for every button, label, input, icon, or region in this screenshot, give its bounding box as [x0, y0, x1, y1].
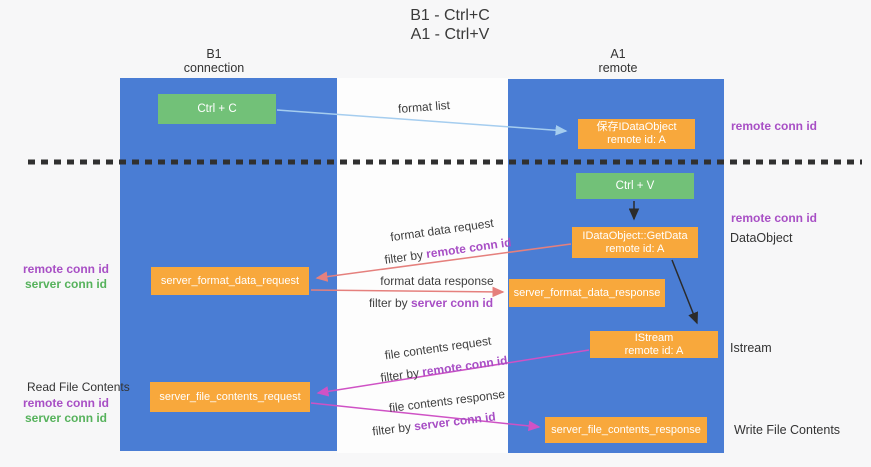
server-file-contents-response-box: server_file_contents_response	[545, 417, 707, 443]
left-conn-id-labels-top: remote conn id server conn id	[20, 262, 112, 292]
server-conn-id-label: server conn id	[24, 277, 108, 291]
filter-prefix: filter by	[368, 296, 411, 310]
remote-conn-id-label-mid: remote conn id	[731, 211, 818, 225]
right-column-name: A1	[610, 47, 626, 61]
format-data-response-label: format data response	[380, 274, 494, 288]
server-format-data-response-label: server_format_data_response	[513, 286, 661, 299]
diagram-title: B1 - Ctrl+C A1 - Ctrl+V	[300, 6, 600, 44]
server-file-contents-request-box: server_file_contents_request	[150, 382, 310, 412]
server-file-contents-request-label: server_file_contents_request	[159, 390, 301, 403]
server-format-data-request-box: server_format_data_request	[151, 267, 309, 295]
server-conn-id-label: server conn id	[24, 411, 108, 425]
server-file-contents-response-label: server_file_contents_response	[551, 423, 701, 436]
ctrl-c-box: Ctrl + C	[158, 94, 276, 124]
ctrl-c-label: Ctrl + C	[197, 102, 237, 115]
istream-box: IStream remote id: A	[590, 331, 718, 358]
right-column-subtitle: remote	[598, 61, 638, 75]
dataobject-label: DataObject	[730, 231, 793, 245]
getdata-box: IDataObject::GetData remote id: A	[572, 227, 698, 258]
title-line-2: A1 - Ctrl+V	[410, 26, 490, 43]
istream-line2: remote id: A	[624, 344, 684, 357]
filter-by-server-conn-id-label-1: filter by server conn id	[369, 296, 493, 310]
remote-conn-id-label-top: remote conn id	[731, 119, 818, 133]
read-file-contents-label: Read File Contents	[27, 380, 130, 394]
right-column-header: A1 remote	[543, 47, 693, 75]
save-idataobject-line1: 保存IDataObject	[596, 121, 677, 133]
left-conn-id-labels-bottom: remote conn id server conn id	[20, 396, 112, 426]
ctrl-v-label: Ctrl + V	[615, 179, 655, 192]
ctrl-v-box: Ctrl + V	[576, 173, 694, 199]
save-idataobject-box: 保存IDataObject remote id: A	[578, 119, 695, 149]
istream-line1: IStream	[634, 331, 674, 344]
title-line-1: B1 - Ctrl+C	[410, 7, 490, 24]
istream-label: Istream	[730, 341, 772, 355]
remote-conn-id-label: remote conn id	[22, 396, 109, 410]
remote-conn-id-label: remote conn id	[22, 262, 109, 276]
server-format-data-request-label: server_format_data_request	[160, 274, 300, 287]
left-column-subtitle: connection	[183, 61, 245, 75]
write-file-contents-label: Write File Contents	[734, 423, 841, 437]
left-column-header: B1 connection	[139, 47, 289, 75]
save-idataobject-line2: remote id: A	[607, 134, 666, 146]
getdata-line1: IDataObject::GetData	[582, 229, 688, 242]
getdata-line2: remote id: A	[605, 242, 665, 255]
server-format-data-response-box: server_format_data_response	[509, 279, 665, 307]
left-column-name: B1	[206, 47, 222, 61]
server-conn-id-highlight: server conn id	[410, 296, 494, 310]
